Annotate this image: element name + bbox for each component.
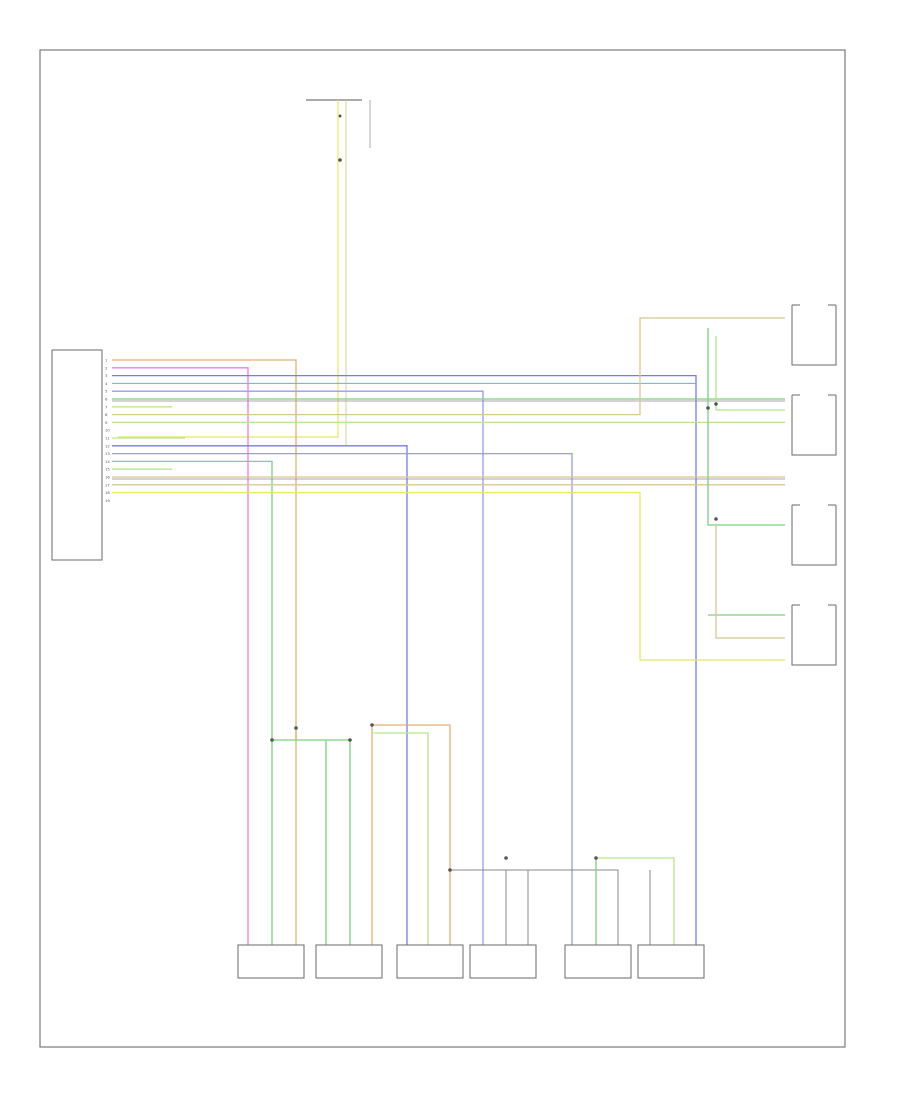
wire-rs-b: [715, 336, 785, 411]
wire-splice-1: [272, 739, 351, 945]
wire-cu-1: [112, 359, 297, 945]
control-unit-pin-4: 4: [105, 381, 108, 386]
bottom-sensor-1-box: [237, 944, 305, 979]
wire-cu-2: [112, 367, 249, 945]
splice-points: [270, 158, 718, 872]
control-unit-pin-18: 18: [105, 490, 110, 495]
wire-splice-4: [372, 732, 429, 945]
bottom-sensor-5-box: [564, 944, 632, 979]
control-unit-pin-14: 14: [105, 459, 110, 464]
right-sensor-3-connector: [791, 505, 837, 566]
splice-dot-8: [714, 402, 718, 406]
splice-dot-1: [270, 738, 274, 742]
wire-splice-9: [596, 857, 675, 945]
control-unit-pin-16: 16: [105, 475, 110, 480]
wire-cu-12: [112, 452, 573, 945]
control-unit-pin-11: 11: [105, 436, 110, 441]
right-sensor-group: [791, 304, 837, 666]
splice-dot-6: [504, 856, 508, 860]
splice-dot-10: [714, 517, 718, 521]
control-unit-pin-9: 9: [105, 420, 108, 425]
control-unit-pin-8: 8: [105, 412, 108, 417]
wire-cu-3: [112, 374, 697, 945]
right-sensor-4-connector: [791, 605, 837, 666]
control-unit-pin-19: 19: [105, 498, 110, 503]
bottom-sensor-6-box: [637, 944, 705, 979]
control-unit-pin-6: 6: [105, 397, 108, 402]
bottom-sensor-3-box: [396, 944, 464, 979]
wire-rs-d: [715, 525, 785, 639]
splice-dot-11: [338, 158, 342, 162]
bottom-sensor-4-box: [469, 944, 537, 979]
splice-dot-5: [448, 868, 452, 872]
control-unit-pin-12: 12: [105, 443, 110, 448]
wire-cu-13: [112, 460, 273, 945]
right-sensor-2-connector: [791, 395, 837, 456]
control-unit-pin-13: 13: [105, 451, 110, 456]
bottom-sensor-2-box: [315, 944, 383, 979]
wire-cu-4: [112, 390, 484, 945]
control-unit-pin-2: 2: [105, 365, 108, 370]
splice-dot-2: [294, 726, 298, 730]
right-sensor-1-connector: [791, 305, 837, 366]
control-unit-pin-15: 15: [105, 467, 110, 472]
wire-harness: [112, 100, 785, 945]
bottom-sensor-group: [237, 944, 705, 979]
control-unit-pin-5: 5: [105, 389, 108, 394]
splice-dot-7: [594, 856, 598, 860]
wire-cu-17: [112, 491, 785, 661]
control-unit-pin-17: 17: [105, 482, 110, 487]
wire-power-feed: [118, 100, 339, 438]
control-unit-box: [51, 349, 103, 561]
control-unit-pin-3: 3: [105, 373, 108, 378]
splice-dot-9: [706, 406, 710, 410]
splice-dot-4: [370, 723, 374, 727]
fuse-terminal: [338, 114, 342, 118]
wire-cu-11: [112, 445, 408, 945]
wire-rs-a: [707, 328, 785, 526]
splice-dot-3: [348, 738, 352, 742]
control-unit-pin-7: 7: [105, 404, 108, 409]
wire-cu-7: [112, 317, 785, 416]
diagram-frame: [39, 49, 846, 1048]
control-unit-pin-1: 1: [105, 358, 108, 363]
wire-splice-6: [450, 869, 619, 945]
wire-splice-3: [372, 724, 451, 945]
control-unit-pin-10: 10: [105, 428, 110, 433]
